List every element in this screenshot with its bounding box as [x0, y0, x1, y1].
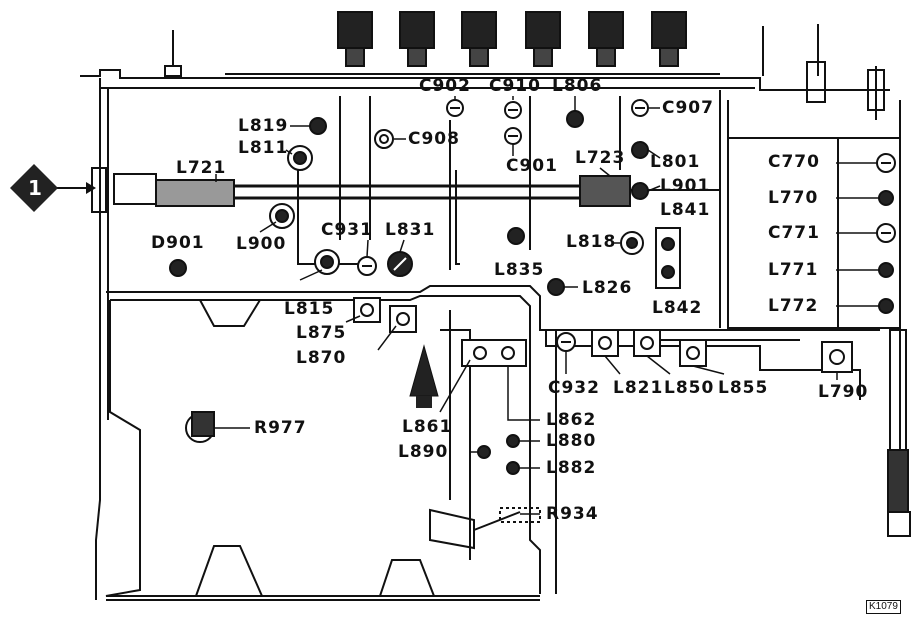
label-l770: L770	[768, 188, 819, 208]
label-r977: R977	[254, 418, 307, 438]
label-l821: L821	[613, 378, 664, 398]
label-l811: L811	[238, 138, 289, 158]
label-l850: L850	[664, 378, 715, 398]
label-l801: L801	[650, 152, 701, 172]
label-r934: R934	[546, 504, 599, 524]
input-arrow	[56, 182, 96, 194]
label-l826: L826	[582, 278, 633, 298]
top-knobs	[337, 11, 687, 67]
label-d901: D901	[151, 233, 205, 253]
label-l875: L875	[296, 323, 347, 343]
label-l855: L855	[718, 378, 769, 398]
marker-number: 1	[28, 176, 42, 200]
label-l819: L819	[238, 116, 289, 136]
label-l818: L818	[566, 232, 617, 252]
label-c770: C770	[768, 152, 820, 172]
label-l723: L723	[575, 148, 626, 168]
label-l815: L815	[284, 299, 335, 319]
reference-code: K1079	[866, 600, 901, 614]
label-c901: C901	[506, 156, 558, 176]
label-l882: L882	[546, 458, 597, 478]
label-l870: L870	[296, 348, 347, 368]
label-l721: L721	[176, 158, 227, 178]
label-c907: C907	[662, 98, 714, 118]
label-l790: L790	[818, 382, 869, 402]
label-l841: L841	[660, 200, 711, 220]
label-l861: L861	[402, 417, 453, 437]
label-c771: C771	[768, 223, 820, 243]
label-l890: L890	[398, 442, 449, 462]
label-l772: L772	[768, 296, 819, 316]
label-c910: C910	[489, 76, 541, 96]
label-c931: C931	[321, 220, 373, 240]
label-l901: L901	[660, 176, 711, 196]
label-c902: C902	[419, 76, 471, 96]
label-l900: L900	[236, 234, 287, 254]
label-l880: L880	[546, 431, 597, 451]
label-l842: L842	[652, 298, 703, 318]
label-l771: L771	[768, 260, 819, 280]
direction-arrow	[409, 344, 439, 397]
marker-diamond	[10, 164, 58, 212]
label-l831: L831	[385, 220, 436, 240]
label-c908: C908	[408, 129, 460, 149]
label-l835: L835	[494, 260, 545, 280]
label-l806: L806	[552, 76, 603, 96]
label-c932: C932	[548, 378, 600, 398]
label-l862: L862	[546, 410, 597, 430]
